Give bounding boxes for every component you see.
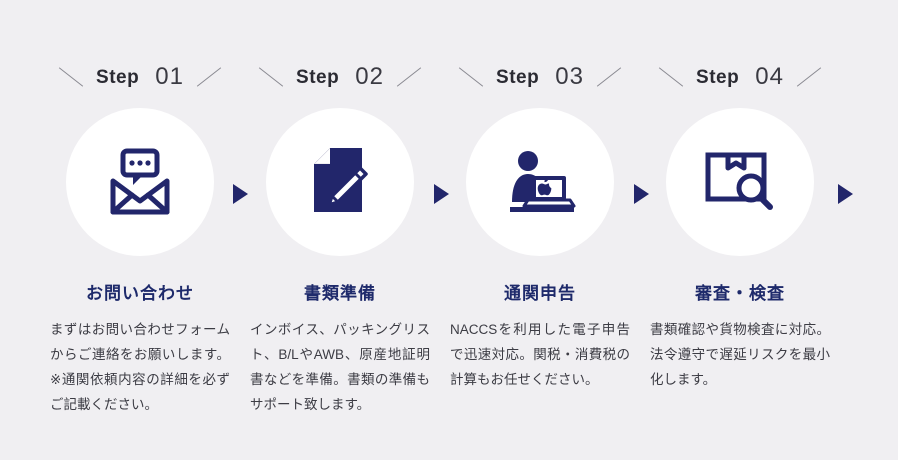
envelope-chat-icon: [103, 147, 177, 217]
arrow-step2-to-step3: [434, 184, 449, 204]
step-label-3: Step 03: [440, 60, 640, 94]
step-list: Step 01: [0, 0, 898, 418]
step-icon-circle-4: [666, 108, 814, 256]
step-label-2: Step 02: [240, 60, 440, 94]
step-label-1: Step 01: [40, 60, 240, 94]
step-word-3: Step: [496, 66, 540, 88]
step-title-3: 通関申告: [504, 284, 576, 303]
arrow-step4-to-next: [838, 184, 853, 204]
arrow-step3-to-step4: [634, 184, 649, 204]
step-number-3: 03: [555, 63, 584, 90]
step-description-1: まずはお問い合わせフォームからご連絡をお願いします。※通関依頼内容の詳細を必ずご…: [50, 322, 230, 413]
step-label-4: Step 04: [640, 60, 840, 94]
step-title-2: 書類準備: [304, 284, 376, 303]
step-description-3: NACCSを利用した電子申告で迅速対応。関税・消費税の計算もお任せください。: [450, 322, 630, 388]
package-search-icon: [704, 151, 776, 213]
step-description-2: インボイス、パッキングリスト、B/LやAWB、原産地証明書などを準備。書類の準備…: [250, 322, 430, 413]
step-card-1: Step 01: [40, 60, 240, 418]
step-icon-circle-2: [266, 108, 414, 256]
person-laptop-icon: [504, 150, 576, 214]
step-word-2: Step: [296, 66, 340, 88]
slash-left-icon: [458, 66, 484, 88]
step-card-4: Step 04 審査・検査 書類確認や貨物検査に対応。法令遵守で遅延リスクを最小…: [640, 60, 840, 393]
step-word-4: Step: [696, 66, 740, 88]
step-title-1: お問い合わせ: [86, 284, 194, 303]
arrow-step1-to-step2: [233, 184, 248, 204]
slash-right-icon: [796, 66, 822, 88]
step-title-4: 審査・検査: [695, 284, 785, 303]
slash-left-icon: [258, 66, 284, 88]
step-description-4: 書類確認や貨物検査に対応。法令遵守で遅延リスクを最小化します。: [650, 322, 830, 388]
step-icon-circle-3: [466, 108, 614, 256]
document-pencil-icon: [308, 146, 372, 218]
step-card-3: Step 03 通関: [440, 60, 640, 393]
slash-right-icon: [396, 66, 422, 88]
slash-right-icon: [196, 66, 222, 88]
slash-left-icon: [658, 66, 684, 88]
slash-right-icon: [596, 66, 622, 88]
step-card-2: Step 02 書類準備 インボイ: [240, 60, 440, 418]
slash-left-icon: [58, 66, 84, 88]
step-word-1: Step: [96, 66, 140, 88]
step-icon-circle-1: [66, 108, 214, 256]
step-number-1: 01: [155, 63, 184, 90]
step-number-4: 04: [755, 63, 784, 90]
step-number-2: 02: [355, 63, 384, 90]
